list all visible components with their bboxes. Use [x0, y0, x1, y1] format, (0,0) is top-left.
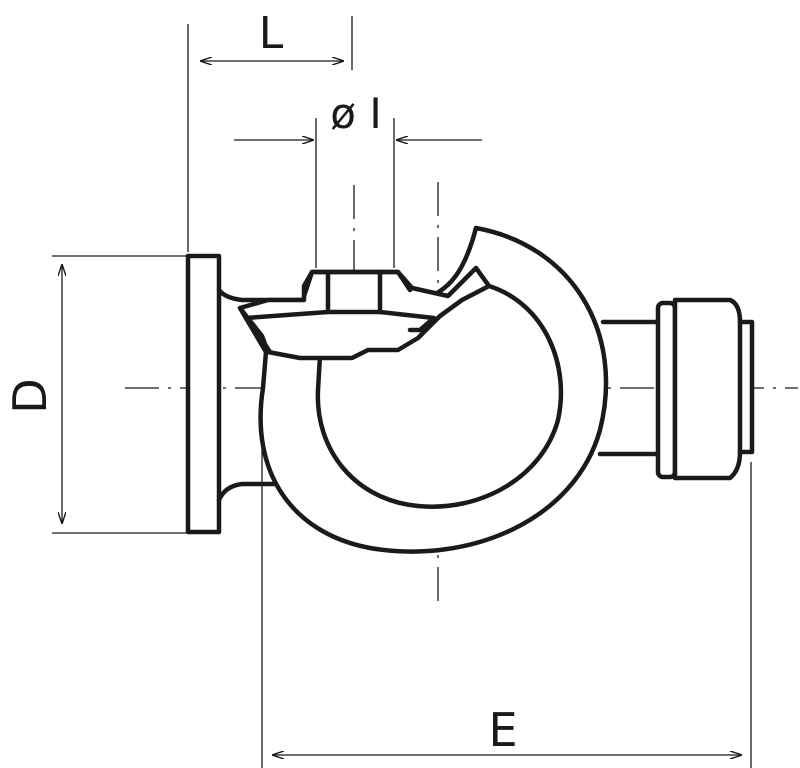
flange-neck-top	[216, 287, 307, 303]
dimension-label-e: E	[488, 703, 517, 757]
hex-nut-body	[672, 297, 755, 481]
dimension-label-l: L	[259, 8, 284, 59]
dimension-label-d: D	[3, 378, 57, 413]
hex-nut-collar	[655, 300, 678, 480]
hook-ring-inner	[315, 283, 564, 509]
right-shaft	[597, 319, 663, 457]
break-line	[243, 315, 273, 355]
flange-neck-bottom	[216, 481, 296, 503]
bore-boss	[301, 269, 413, 299]
hook-ring-outer	[237, 225, 609, 554]
mounting-flange	[185, 253, 222, 535]
bore-bottom	[243, 309, 437, 333]
dimension-label-bore: ø I	[330, 89, 381, 138]
